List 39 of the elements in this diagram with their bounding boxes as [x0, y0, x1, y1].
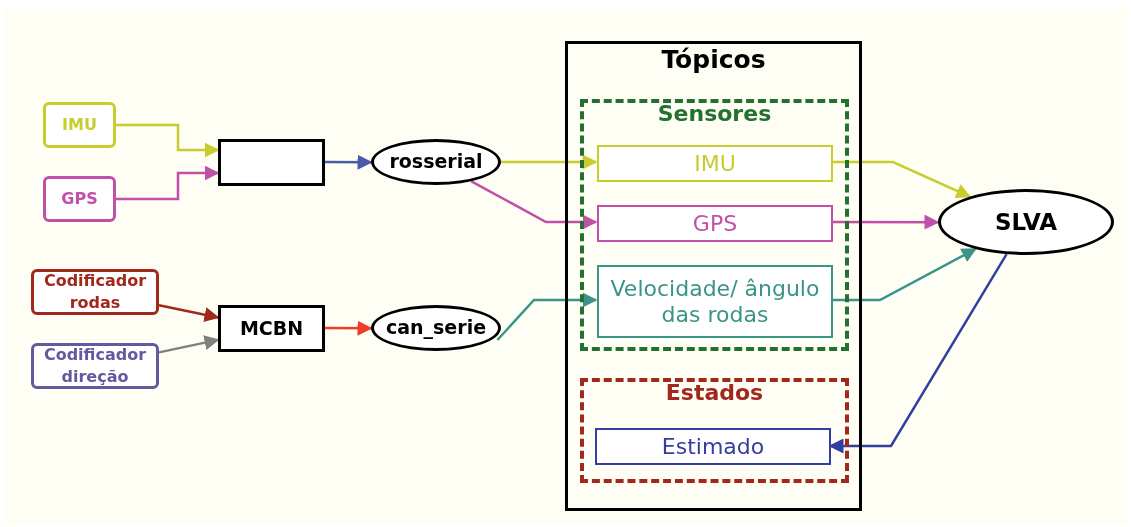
arrow — [116, 123, 220, 158]
topic-box — [595, 428, 831, 465]
group-title: Estados — [664, 380, 765, 406]
group-title: Sensores — [656, 101, 773, 127]
group-box — [565, 41, 862, 511]
arrow — [832, 160, 972, 198]
node-label: IMU — [693, 150, 737, 177]
node-label: GPS — [691, 210, 739, 237]
node-label: Codificador rodas — [42, 270, 148, 314]
arrow — [501, 154, 598, 170]
arrow — [832, 214, 940, 230]
node-label: Codificador direção — [42, 344, 148, 388]
arrow — [832, 247, 977, 302]
device-box — [31, 269, 159, 315]
arrow — [325, 154, 373, 170]
arrow — [325, 320, 373, 336]
arrow — [158, 335, 220, 354]
node-label: rosserial — [388, 151, 484, 173]
device-box — [31, 343, 159, 389]
node-label: SLVA — [993, 208, 1059, 236]
group-title: Tópicos — [660, 46, 767, 75]
topic-box — [597, 205, 833, 242]
topic-box — [597, 145, 833, 182]
node-label: Estimado — [660, 433, 766, 460]
arrow — [158, 304, 220, 323]
node-label: can_serie — [384, 317, 488, 339]
arrow — [116, 165, 220, 201]
process-box — [218, 305, 325, 352]
device-box — [43, 102, 116, 148]
topic-box — [597, 265, 833, 338]
node-label: IMU — [61, 114, 98, 136]
process-box — [218, 139, 325, 186]
group-box — [580, 99, 849, 351]
device-box — [43, 176, 116, 222]
node-label: MCBN — [238, 317, 305, 340]
arrow — [496, 292, 598, 341]
node-label: GPS — [60, 188, 99, 210]
group-box — [580, 378, 849, 483]
node-label: Velocidade/ ângulo das rodas — [609, 276, 821, 327]
